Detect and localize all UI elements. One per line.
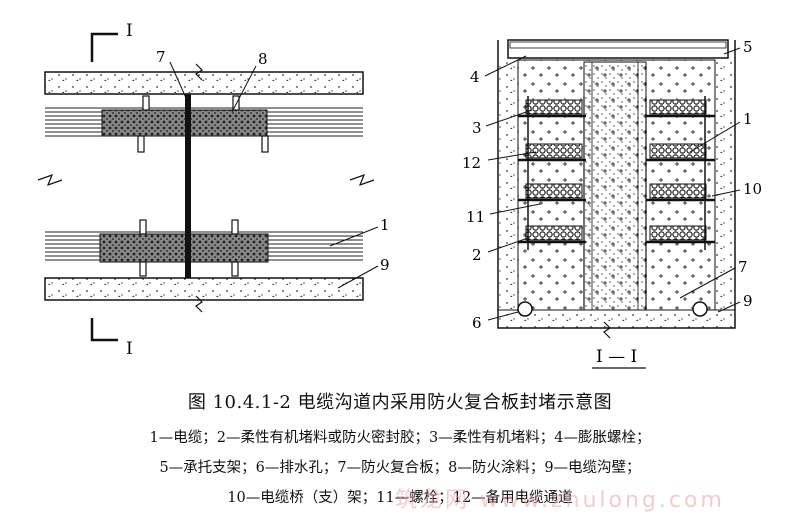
leader-8 — [231, 65, 257, 113]
label-9-left: 9 — [380, 256, 390, 274]
upper-supports — [137, 95, 269, 153]
top-trench-wall — [44, 71, 364, 95]
label-10: 10 — [743, 180, 762, 198]
label-1-left: 1 — [380, 216, 390, 234]
label-2: 2 — [472, 246, 482, 264]
label-6: 6 — [472, 314, 482, 332]
label-1-right: 1 — [743, 110, 753, 128]
spare-cable-channel — [583, 61, 647, 311]
label-9-right: 9 — [743, 292, 753, 310]
right-cable-trays — [646, 96, 715, 250]
section-caption: I — I — [596, 347, 637, 367]
label-3: 3 — [472, 119, 482, 137]
drain-hole-left — [517, 301, 533, 317]
right-wall — [715, 60, 735, 310]
left-cable-trays — [518, 96, 586, 250]
support-bracket-top-inner — [509, 41, 727, 49]
break-symbol-left — [37, 173, 63, 187]
section-leaders — [484, 47, 741, 321]
lower-fire-coating — [99, 233, 269, 263]
drain-hole-right — [692, 301, 708, 317]
sealing-diagram: I I — [37, 21, 762, 369]
break-symbol-bottom — [195, 295, 203, 313]
legend-line-3: 10—电缆桥（支）架；11—螺栓；12—备用电缆通道 — [227, 490, 573, 506]
break-symbol-section — [603, 321, 611, 339]
section-mark-top — [90, 32, 118, 62]
figure-caption-title: 图 10.4.1-2 电缆沟道内采用防火复合板封堵示意图 — [187, 392, 613, 413]
leader-7 — [169, 61, 187, 99]
left-view: I I — [37, 21, 390, 359]
upper-fire-coating — [101, 109, 268, 137]
label-7-left: 7 — [156, 48, 166, 66]
label-7-right: 7 — [738, 258, 748, 276]
label-12: 12 — [462, 154, 481, 172]
label-5: 5 — [743, 38, 753, 56]
leader-9-left — [337, 265, 379, 289]
legend-line-1: 1—电缆；2—柔性有机堵料或防火密封胶；3—柔性有机堵料；4—膨胀螺栓； — [149, 430, 651, 446]
legend-line-2: 5—承托支架；6—排水孔；7—防火复合板；8—防火涂料；9—电缆沟壁； — [159, 460, 641, 476]
break-symbol-right — [349, 173, 375, 187]
bottom-trench-wall — [44, 277, 364, 301]
right-view: 4 5 3 1 12 10 11 2 7 6 9 I — I — [462, 38, 762, 369]
label-4: 4 — [470, 68, 480, 86]
label-11: 11 — [466, 208, 485, 226]
section-mark-top-label: I — [126, 21, 133, 41]
section-mark-bottom-label: I — [126, 339, 133, 359]
lower-supports — [139, 219, 239, 277]
fire-composite-board-left — [185, 94, 191, 278]
leader-1-left — [329, 226, 379, 247]
section-mark-bottom — [90, 318, 118, 342]
label-8-left: 8 — [258, 50, 268, 68]
break-symbol-top — [195, 63, 203, 81]
left-wall — [498, 60, 518, 310]
